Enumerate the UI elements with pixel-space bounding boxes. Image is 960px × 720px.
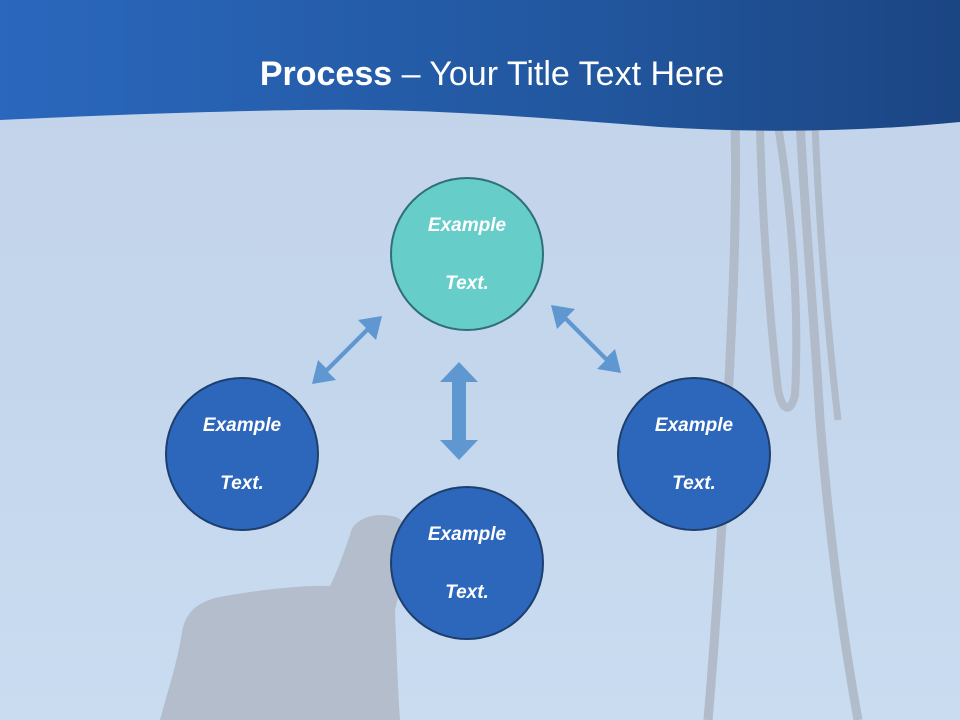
slide-title: Process – Your Title Text Here <box>0 52 960 96</box>
title-rest: Your Title Text Here <box>429 55 725 93</box>
node-right-line1: Example <box>654 414 734 436</box>
node-bottom-line2: Text. <box>445 581 489 603</box>
node-top-line1: Example <box>427 214 507 236</box>
title-bold: Process <box>259 55 393 93</box>
double-arrow-icon <box>312 316 382 384</box>
node-left-line1: Example <box>202 414 282 436</box>
node-top-line2: Text. <box>445 272 489 294</box>
header-band <box>0 0 960 131</box>
node-left-line2: Text. <box>220 472 264 494</box>
double-arrow-icon <box>551 305 621 373</box>
node-right-line2: Text. <box>672 472 716 494</box>
person-silhouette-icon <box>160 514 406 720</box>
double-arrow-icon <box>440 362 478 460</box>
node-bottom-line1: Example <box>427 523 507 545</box>
title-separator: – <box>392 55 430 93</box>
